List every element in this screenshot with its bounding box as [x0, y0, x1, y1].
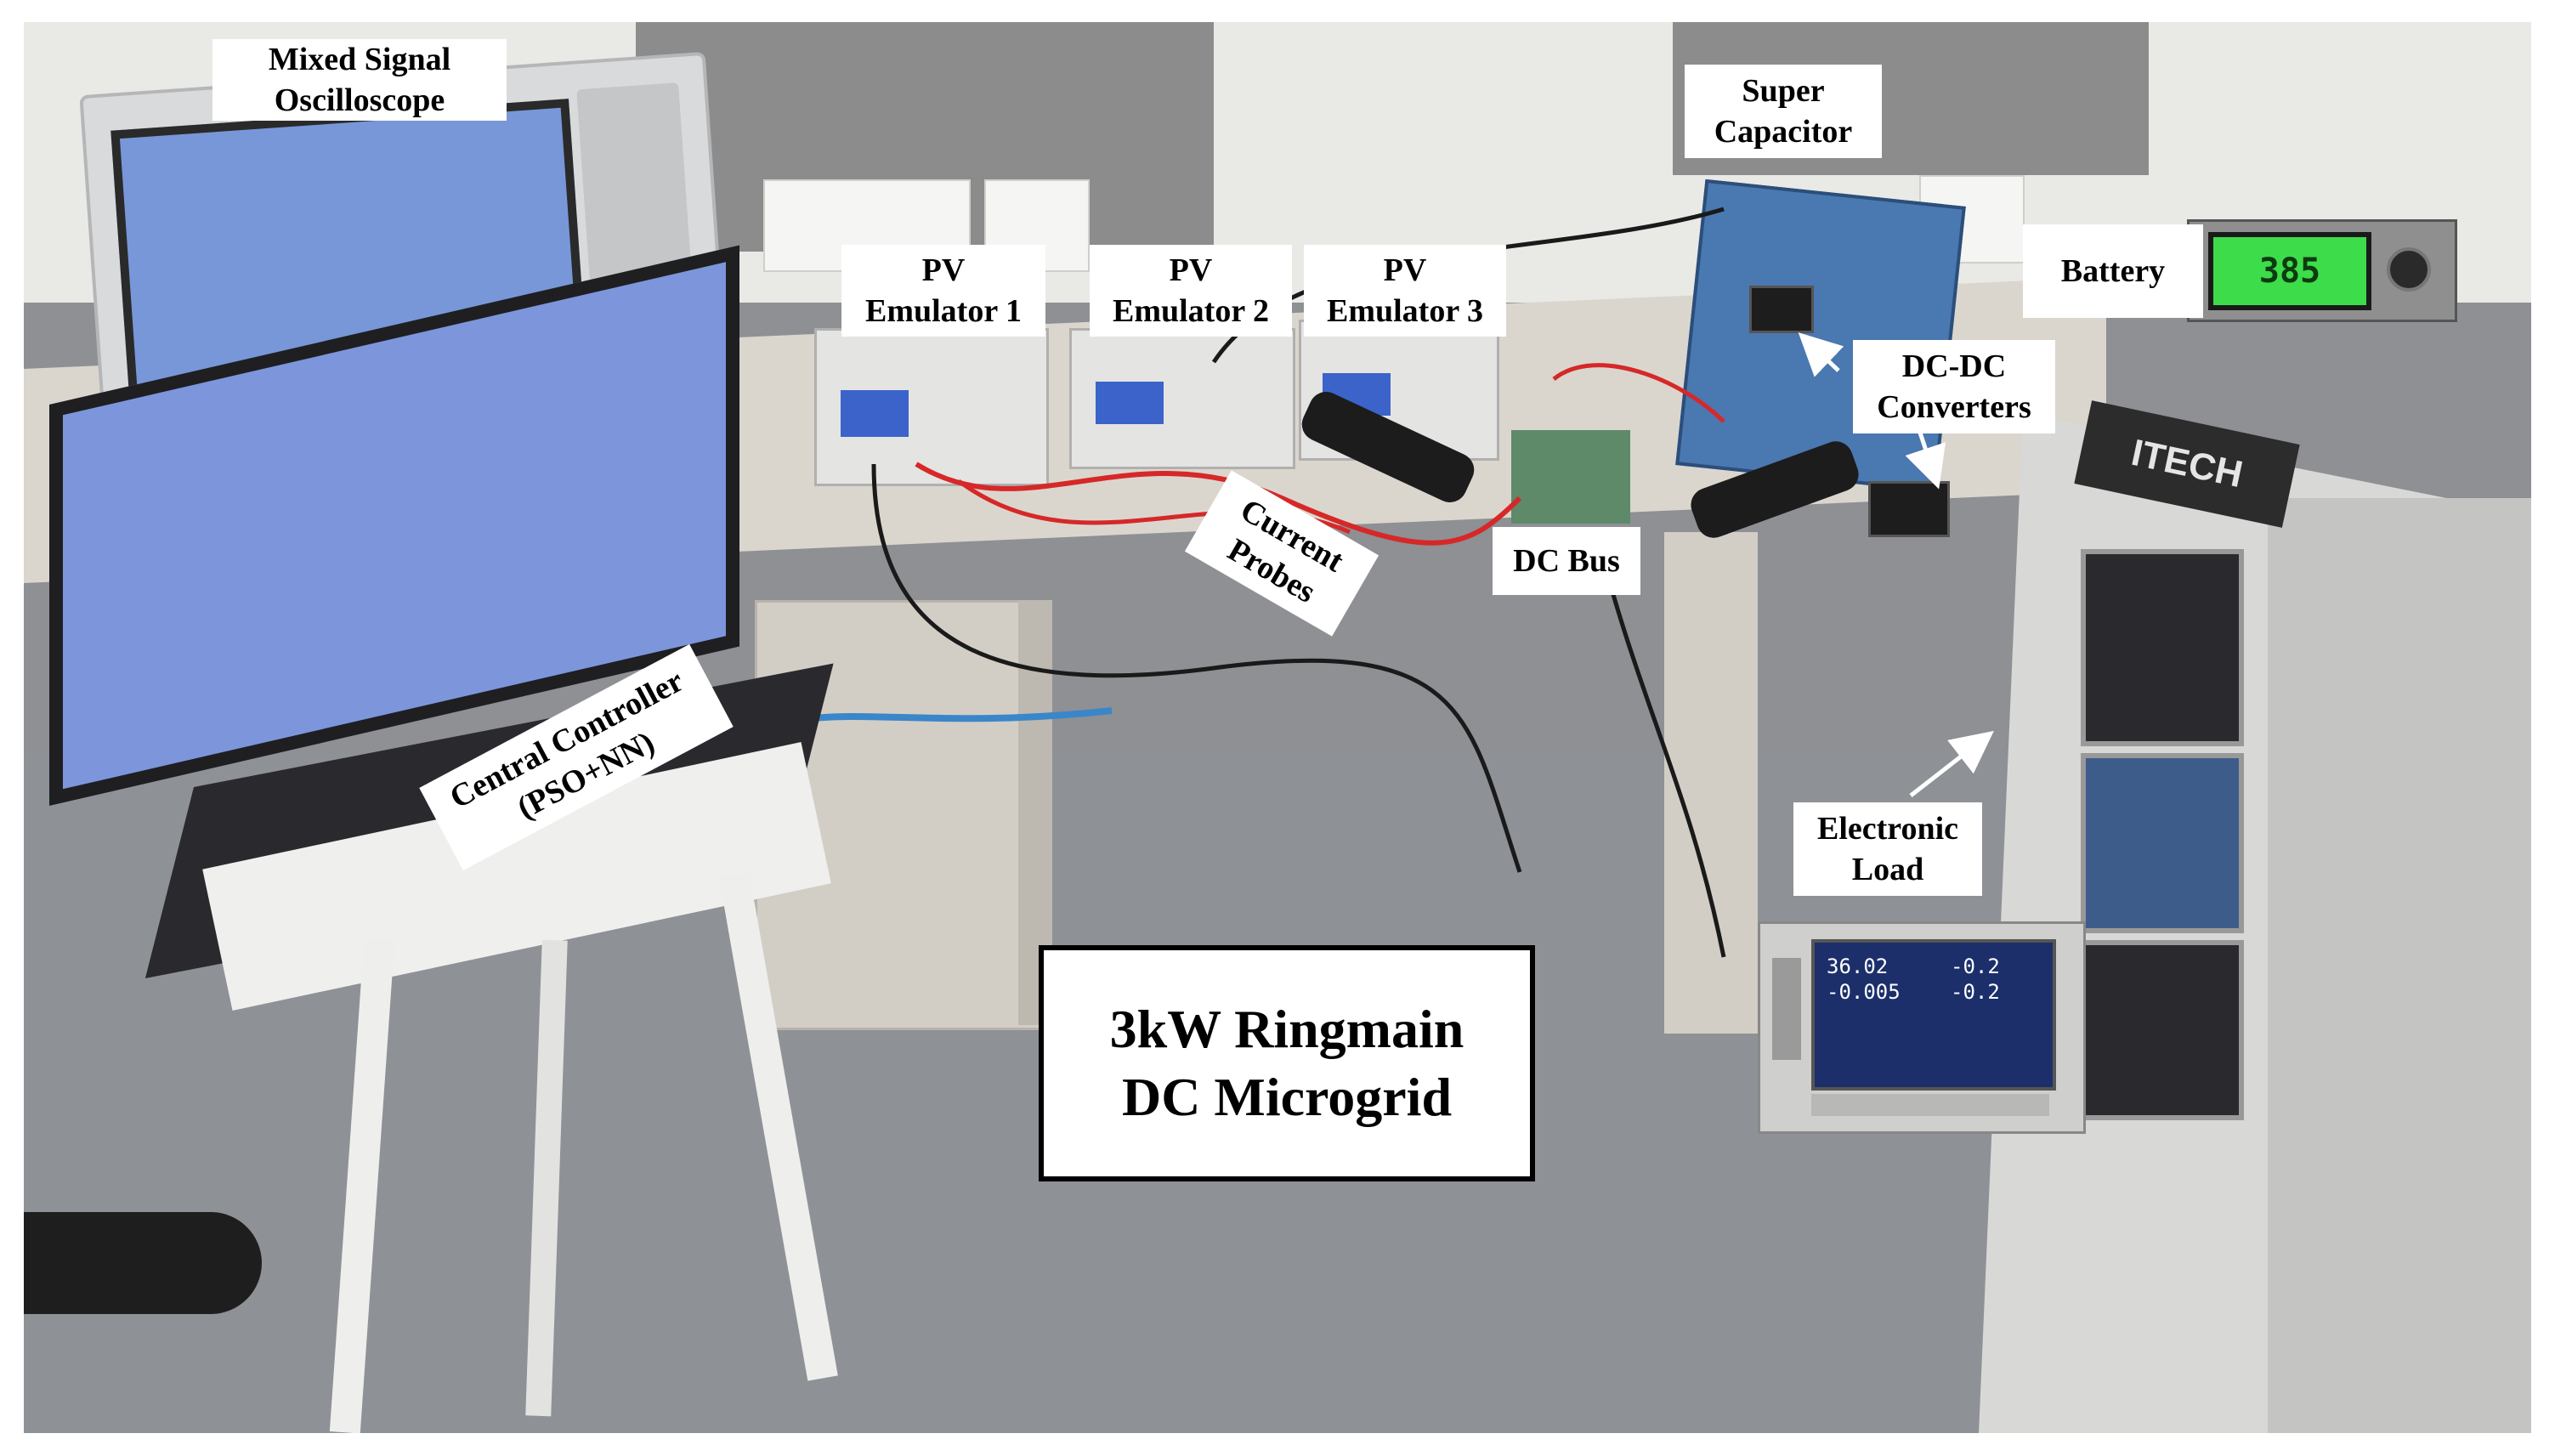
electronic-load-keypad	[1772, 958, 1801, 1060]
electronic-load-panel	[2081, 940, 2244, 1120]
battery-meter-lcd: 385	[2208, 232, 2371, 310]
chair-base	[24, 1212, 262, 1314]
electronic-load-side	[2268, 498, 2531, 1433]
load-reading: -0.2	[1951, 955, 2000, 978]
electronic-load-lcd: 36.02 -0.005 -0.2 -0.2	[1811, 939, 2056, 1091]
dc-bus-board	[1511, 430, 1630, 524]
pv-emulator-display	[841, 390, 909, 437]
desk-drawer-right	[1664, 532, 1758, 1034]
battery-meter-switch	[2387, 247, 2431, 292]
dc-dc-converter	[1868, 481, 1950, 537]
red-cable	[1552, 363, 1725, 423]
dc-dc-converter	[1749, 286, 1814, 333]
figure-title-line-1: 3kW Ringmain	[1109, 999, 1464, 1059]
load-reading: 36.02	[1827, 955, 1889, 978]
electronic-load-softkeys	[1811, 1094, 2049, 1116]
blue-cable	[805, 707, 1113, 722]
pv-emulator-display	[1096, 382, 1164, 424]
black-cable	[1594, 531, 1726, 958]
black-cable	[871, 463, 1522, 873]
figure-title-line-2: DC Microgrid	[1121, 1067, 1453, 1127]
pv-emulator-2	[1069, 328, 1295, 469]
load-reading: -0.005	[1827, 980, 1901, 1004]
load-reading: -0.2	[1951, 980, 2000, 1004]
electronic-load-panel	[2081, 753, 2244, 933]
figure-title: 3kW Ringmain DC Microgrid	[1039, 945, 1535, 1181]
electronic-load-panel	[2081, 549, 2244, 746]
arrow-to-dcdc-upper	[1798, 332, 1844, 377]
arrow-to-electronic-load	[1909, 730, 1994, 797]
label-battery: Battery	[2023, 224, 2203, 318]
electronic-load-display-inset: 36.02 -0.005 -0.2 -0.2	[1758, 921, 2086, 1134]
label-dc-bus: DC Bus	[1493, 527, 1640, 595]
lab-photo: ITECH 385 36.02 -0.005 -0.2 -0.2	[24, 22, 2531, 1433]
battery-voltage-readout: 385	[2258, 252, 2321, 291]
battery-meter-inset: 385	[2187, 219, 2457, 322]
arrow-to-dcdc-lower	[1905, 429, 1946, 490]
annotation-arrows	[1798, 332, 1994, 797]
pv-emulator-1	[814, 328, 1049, 486]
